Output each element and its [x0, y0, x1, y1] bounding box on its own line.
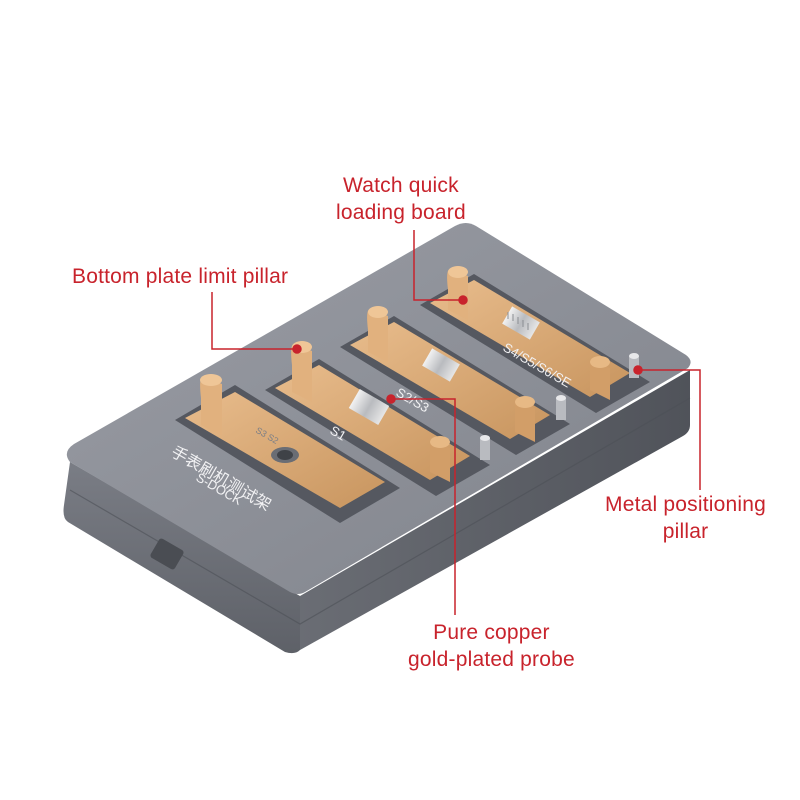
metal-pillars	[480, 353, 639, 460]
callout-watch-board-line2: loading board	[336, 201, 466, 224]
slot-front	[175, 374, 400, 523]
callout-lines	[211, 230, 701, 615]
callout-probe-line2: gold-plated probe	[408, 648, 575, 671]
callout-probe-line1: Pure copper	[433, 621, 550, 644]
callout-metal-pillar-line1: Metal positioning	[605, 493, 766, 516]
usb-port	[150, 538, 184, 570]
callout-metal-pillar: Metal positioning pillar	[605, 491, 766, 545]
callout-limit-pillar-text: Bottom plate limit pillar	[72, 265, 289, 288]
callout-metal-pillar-line2: pillar	[662, 520, 709, 543]
slot-label-1: S1	[328, 423, 349, 444]
callout-probe: Pure copper gold-plated probe	[408, 619, 575, 673]
callout-watch-board-line1: Watch quick	[343, 174, 459, 197]
slot-s4-s5-s6-se	[420, 266, 650, 413]
callout-watch-board: Watch quick loading board	[336, 172, 466, 226]
slot-s2-s3	[340, 306, 570, 455]
callout-limit-pillar: Bottom plate limit pillar	[72, 263, 288, 290]
slot-s1	[265, 341, 490, 496]
